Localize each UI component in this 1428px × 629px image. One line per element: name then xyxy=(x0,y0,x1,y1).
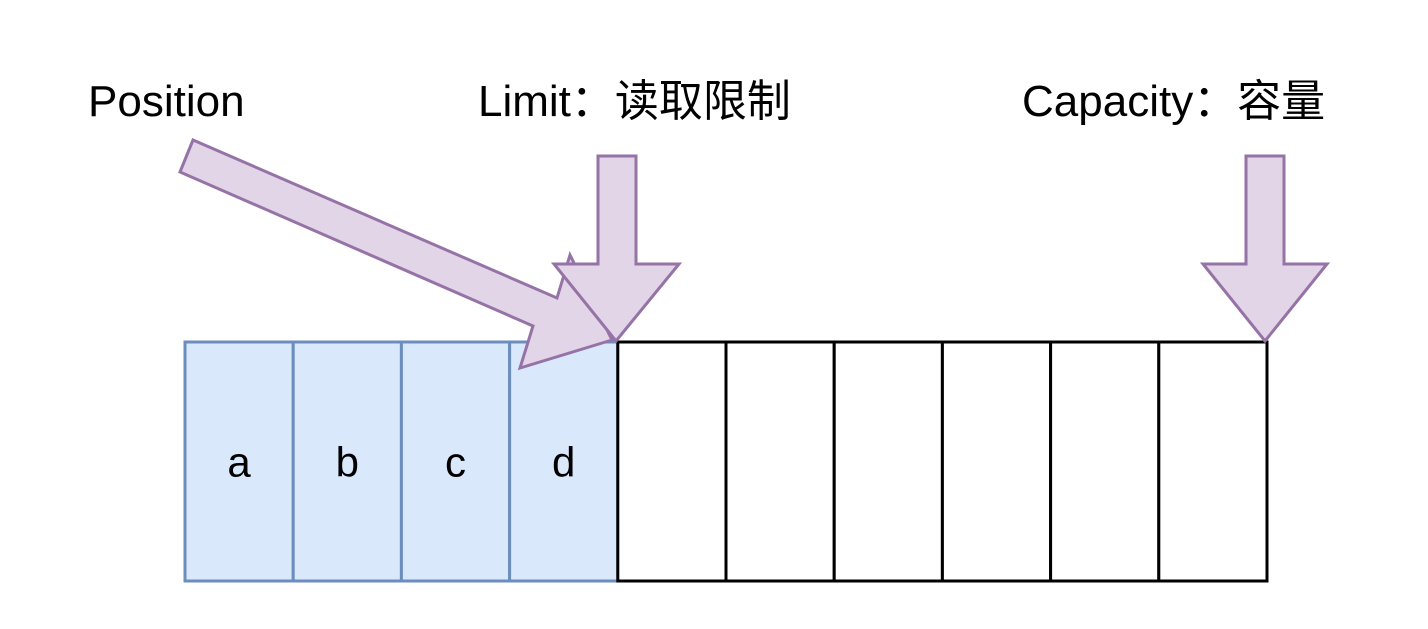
buffer-cell-value: c xyxy=(445,439,466,486)
capacity-arrow xyxy=(1199,154,1331,344)
buffer-cell xyxy=(183,340,295,583)
buffer-cell-value: a xyxy=(227,439,251,486)
limit-arrow xyxy=(550,154,683,344)
buffer-cell xyxy=(616,340,728,583)
capacity-label: Capacity：容量 xyxy=(1022,77,1326,126)
limit-label: Limit：读取限制 xyxy=(478,77,791,126)
buffer-cell-value: d xyxy=(552,439,575,486)
buffer-cell-value: b xyxy=(336,439,359,486)
buffer-cell xyxy=(940,340,1053,583)
buffer-cell xyxy=(1049,340,1161,583)
position-arrow xyxy=(178,138,615,371)
buffer-cell xyxy=(1157,340,1269,583)
buffer-cell xyxy=(399,340,512,583)
buffer-cell xyxy=(832,340,944,583)
buffer-cell xyxy=(291,340,403,583)
buffer-cells: a b c d xyxy=(183,340,1269,583)
buffer-cell xyxy=(724,340,836,583)
position-label: Position xyxy=(88,77,245,126)
